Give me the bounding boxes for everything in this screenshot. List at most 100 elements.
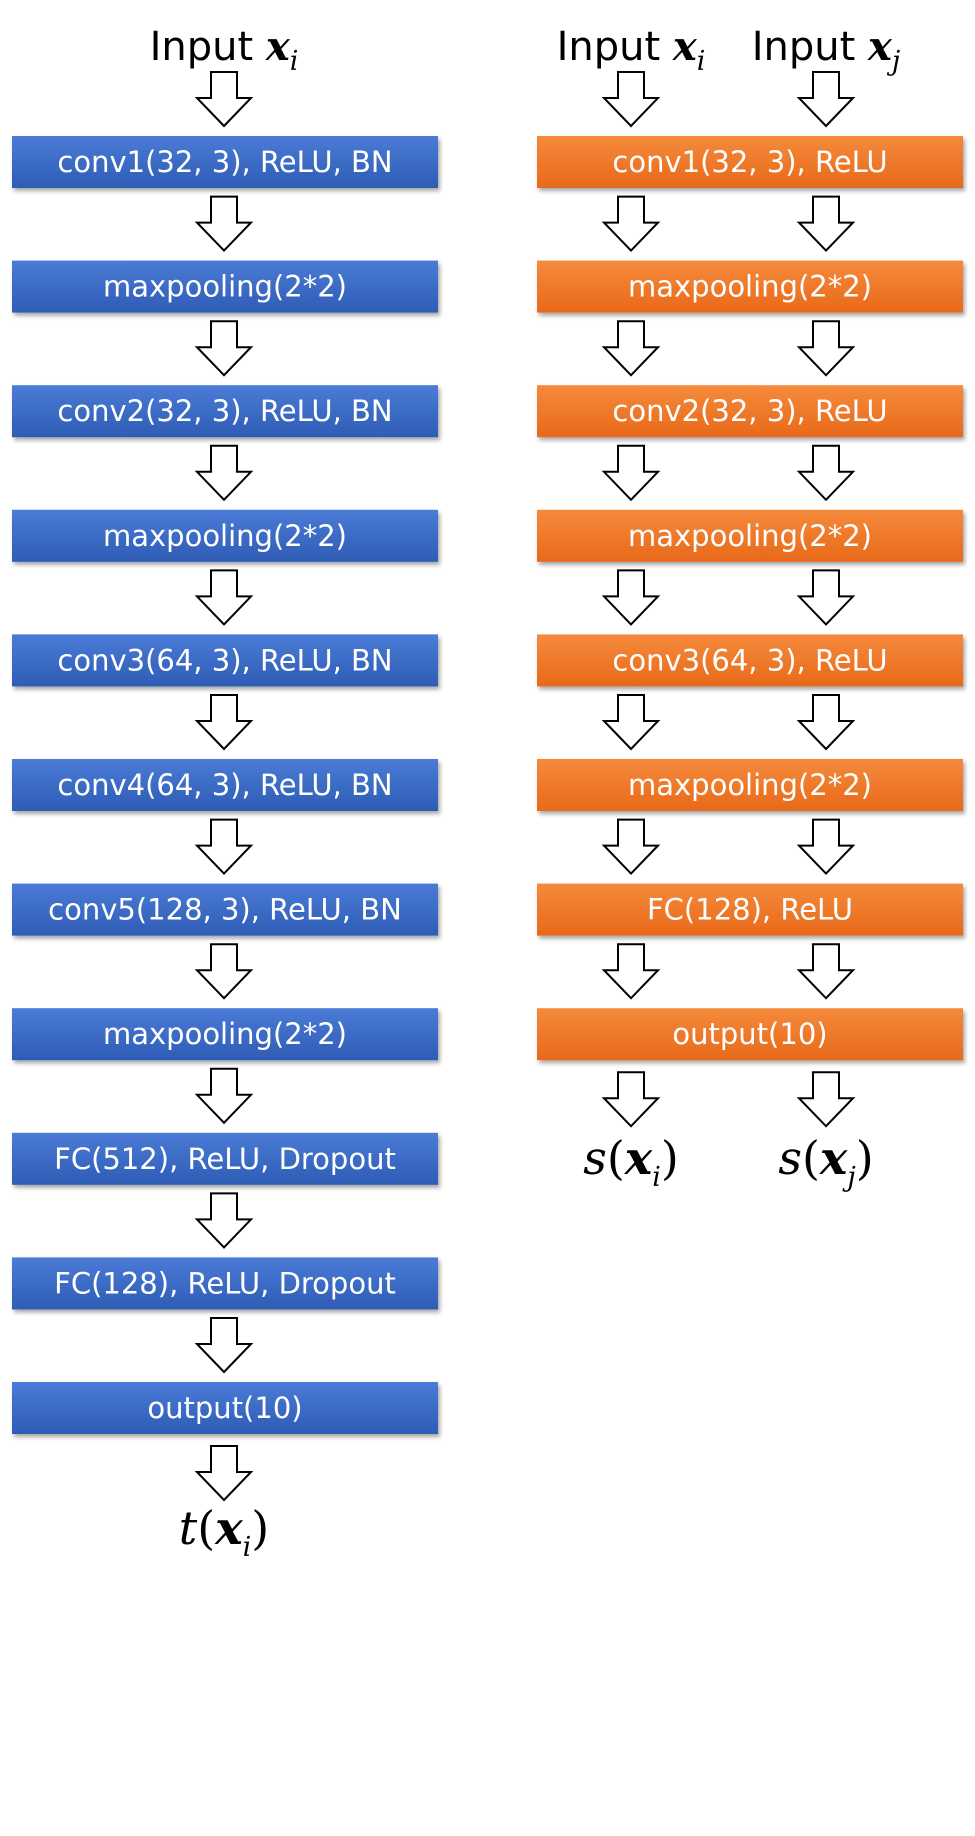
teacher-input-label-sub: i [290,46,299,77]
teacher-layer-box: conv4(64, 3), ReLU, BN [12,759,438,811]
teacher-layer-box-label: maxpooling(2*2) [103,519,347,553]
teacher-layer-box-rect [12,509,438,562]
student-layer-box-label: conv2(32, 3), ReLU [612,394,887,428]
down-arrow-icon [601,569,661,626]
student-layer-box-label: output(10) [672,1017,827,1051]
teacher-layer-box: conv3(64, 3), ReLU, BN [12,634,438,687]
student-layer-box-rect [537,509,963,562]
down-arrow-icon [194,1067,254,1125]
down-arrow-icon [194,195,254,253]
student-output-label-fn: s [778,1131,802,1185]
down-arrow-icon [796,1071,856,1128]
teacher-output-label-open-paren: ( [197,1501,215,1555]
student-layer-box: conv3(64, 3), ReLU [537,634,963,687]
student-layer-box-label: conv1(32, 3), ReLU [612,145,887,179]
teacher-input-label: Input xi [150,23,299,77]
student-layer-box-rect [537,634,963,687]
down-arrow-icon [601,71,661,128]
teacher-output-label-close-paren: ) [251,1501,269,1555]
student-output-label-close-paren: ) [661,1131,679,1185]
student-layer-box-label: maxpooling(2*2) [628,519,872,553]
teacher-output-label-fn: t [179,1501,198,1555]
teacher-layer-box-label: maxpooling(2*2) [103,1017,347,1051]
down-arrow-icon [194,71,254,128]
teacher-output-label-sub: i [243,1532,252,1563]
teacher-layer-box-label: conv1(32, 3), ReLU, BN [57,145,392,179]
teacher-input-label-word: Input [150,24,266,70]
teacher-layer-box: maxpooling(2*2) [12,260,438,313]
student-input-label-var: x [672,23,698,70]
student-layer-box-rect [537,260,963,313]
student-output-label-sub: i [652,1162,661,1193]
down-arrow-icon [194,1445,254,1502]
teacher-input-label-var: x [265,23,291,70]
teacher-layer-box-label: conv4(64, 3), ReLU, BN [57,768,392,802]
down-arrow-icon [796,71,856,128]
student-output-label-var: x [624,1131,653,1185]
teacher-layer-box: FC(512), ReLU, Dropout [12,1132,438,1185]
student-layer-box-label: conv3(64, 3), ReLU [612,643,887,677]
down-arrow-icon [194,569,254,626]
teacher-layer-box-rect [12,1008,438,1061]
student-layer-box-label: maxpooling(2*2) [628,270,872,304]
down-arrow-icon [601,444,661,502]
down-arrow-icon [796,569,856,626]
teacher-layer-box-label: conv5(128, 3), ReLU, BN [48,893,402,927]
student-layer-box-label: maxpooling(2*2) [628,768,872,802]
teacher-layer-box-label: FC(128), ReLU, Dropout [54,1266,396,1300]
student-layer-box: conv2(32, 3), ReLU [537,385,963,438]
teacher-layer-box-rect [12,1132,438,1185]
teacher-layer-box: conv1(32, 3), ReLU, BN [12,136,438,188]
teacher-layer-box-rect [12,1257,438,1310]
student-layer-box-rect [537,136,963,188]
student-layer-box-rect [537,1008,963,1061]
down-arrow-icon [194,694,254,751]
down-arrow-icon [796,694,856,751]
student-input-label: Input xj [752,23,901,77]
teacher-layer-box-label: output(10) [147,1391,302,1425]
teacher-layer-box-rect [12,260,438,313]
down-arrow-icon [601,320,661,377]
student-layer-box-rect [537,759,963,811]
student-input-label-word: Input [752,24,868,70]
teacher-layer-box-label: maxpooling(2*2) [103,270,347,304]
down-arrow-icon [796,818,856,876]
teacher-layer-box-label: conv2(32, 3), ReLU, BN [57,394,392,428]
down-arrow-icon [796,444,856,502]
down-arrow-icon [194,943,254,1000]
down-arrow-icon [796,320,856,377]
teacher-layer-box-label: conv3(64, 3), ReLU, BN [57,643,392,677]
student-layer-box: maxpooling(2*2) [537,260,963,313]
teacher-layer-box-rect [12,136,438,188]
student-layer-box-label: FC(128), ReLU [647,893,853,927]
teacher-layer-box-label: FC(512), ReLU, Dropout [54,1142,396,1176]
down-arrow-icon [601,1071,661,1128]
down-arrow-icon [601,195,661,253]
down-arrow-icon [601,818,661,876]
down-arrow-icon [796,195,856,253]
student-layer-box-rect [537,385,963,438]
student-input-label-sub: i [697,46,706,77]
student-input-label-word: Input [557,24,673,70]
down-arrow-icon [194,1317,254,1374]
down-arrow-icon [194,444,254,502]
student-output-label-open-paren: ( [607,1131,625,1185]
student-layer-box: conv1(32, 3), ReLU [537,136,963,188]
teacher-layer-box: output(10) [12,1382,438,1434]
down-arrow-icon [194,1192,254,1249]
student-input-label-var: x [867,23,893,70]
teacher-layer-box: maxpooling(2*2) [12,509,438,562]
student-input-label: Input xi [557,23,706,77]
down-arrow-icon [194,818,254,876]
student-layer-box: maxpooling(2*2) [537,759,963,811]
teacher-output-label: t(xi) [179,1501,269,1563]
down-arrow-icon [601,694,661,751]
down-arrow-icon [601,943,661,1000]
student-output-label: s(xi) [583,1131,679,1193]
student-layer-box-rect [537,883,963,936]
student-layer-box: FC(128), ReLU [537,883,963,936]
student-layer-box: maxpooling(2*2) [537,509,963,562]
